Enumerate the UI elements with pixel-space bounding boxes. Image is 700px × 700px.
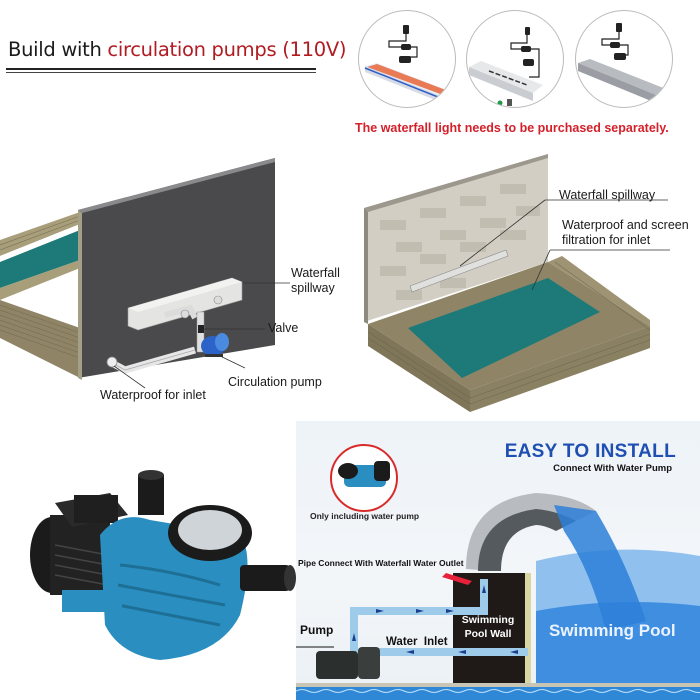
light-option-steel-closed (575, 10, 673, 108)
led-spillway-closed-icon (578, 23, 666, 103)
install-illustration (296, 444, 700, 700)
led-spillway-orange-icon (364, 25, 455, 103)
pool-pump-photo (30, 470, 296, 660)
title-highlight: circulation pumps (110V) (107, 38, 347, 61)
spillway-wall-diagram (364, 154, 670, 412)
install-title: EASY TO INSTALL (504, 441, 676, 462)
page-title: Build with circulation pumps (110V) (8, 38, 347, 61)
label-line-1: Swimming (461, 614, 515, 626)
label-line-1: Waterfall (291, 266, 340, 280)
title-underline-thin (6, 72, 316, 73)
pipe-connect-label: Pipe Connect With Waterfall Water Outlet (298, 558, 464, 568)
label-circulation-pump: Circulation pump (228, 375, 322, 389)
install-panel: EASY TO INSTALL Connect With Water Pump … (296, 421, 700, 700)
label-waterproof-screen-filtration: Waterproof and screen filtration for inl… (562, 218, 689, 248)
label-valve: Valve (268, 321, 299, 335)
swimming-pool-label: Swimming Pool (549, 621, 676, 640)
circulation-pump-diagram (0, 158, 290, 389)
label-line-1: Waterproof and screen (562, 218, 689, 232)
light-option-steel-open (466, 10, 564, 108)
label-line-2: spillway (291, 281, 335, 295)
light-option-orange (358, 10, 456, 108)
badge-caption: Only including water pump (310, 511, 420, 521)
label-waterfall-spillway-right: Waterfall spillway (559, 188, 656, 202)
label-line-2: filtration for inlet (562, 233, 651, 247)
water-inlet-label: Water Inlet (386, 636, 448, 648)
label-waterfall-spillway: Waterfall spillway (291, 266, 340, 296)
pool-wall-label: Swimming Pool Wall (454, 613, 522, 641)
install-subtitle: Connect With Water Pump (553, 463, 672, 474)
pump-label: Pump (300, 623, 334, 637)
title-underline (6, 68, 316, 70)
light-purchase-note: The waterfall light needs to be purchase… (355, 121, 669, 135)
led-spillway-steel-icon (469, 27, 543, 106)
title-prefix: Build with (8, 38, 108, 61)
label-waterproof-inlet: Waterproof for inlet (100, 388, 206, 402)
label-line-2: Pool Wall (464, 628, 512, 640)
